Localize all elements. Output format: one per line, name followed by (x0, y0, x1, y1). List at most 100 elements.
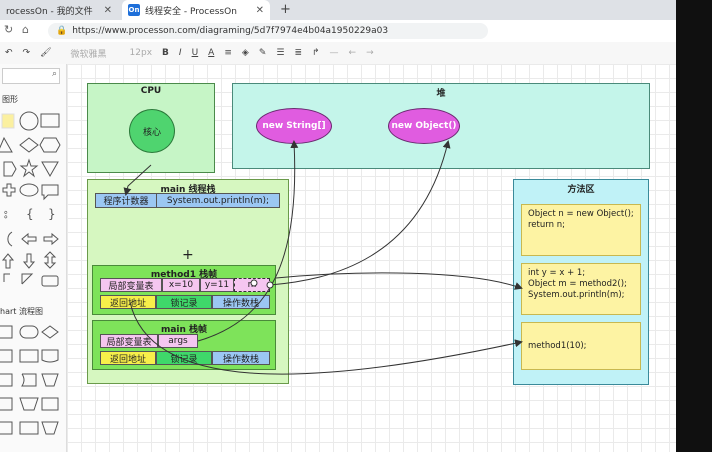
star-shape-icon (19, 158, 39, 178)
tab-my-files[interactable]: rocessOn - 我的文件 ✕ (0, 0, 118, 20)
arrow-down-icon (22, 253, 36, 269)
line-width-icon[interactable]: ≣ (294, 48, 302, 58)
heap-container[interactable]: 堆 new String[] new Object() (232, 83, 650, 169)
arrow-updown-icon (43, 251, 57, 269)
svg-text:{: { (26, 207, 34, 221)
arc-shape-icon (7, 231, 13, 247)
pen-icon[interactable]: ✎ (258, 48, 267, 58)
manual-input-icon (0, 373, 13, 387)
cpu-container[interactable]: CPU 核心 (87, 83, 215, 173)
basic-shapes[interactable]: ⦂ { } (0, 106, 64, 292)
subprocess-shape-icon (0, 349, 13, 363)
decision-shape-icon (41, 325, 59, 339)
cloud-shape-icon (19, 183, 39, 197)
program-counter-value[interactable]: System.out.println(m); (156, 193, 280, 208)
manual-op-icon (41, 373, 59, 387)
flowchart-shapes[interactable] (0, 318, 64, 448)
corner-shape-icon (21, 273, 34, 285)
code-line: int y = x + 1; (528, 268, 586, 278)
method1-return-address[interactable]: 返回地址 (100, 295, 156, 309)
circle-shape-icon (19, 111, 39, 131)
code-line: method1(10); (528, 340, 587, 351)
line-type-icon[interactable]: — (329, 48, 339, 58)
underline-button[interactable]: U (191, 48, 199, 58)
method-area-title: 方法区 (567, 185, 595, 195)
search-icon: ⌕ (51, 69, 57, 79)
method1-operand-stack[interactable]: 操作数栈 (212, 295, 270, 309)
bold-button[interactable]: B (162, 48, 169, 58)
rounded-rect-icon (41, 275, 59, 287)
font-size-select[interactable]: 12px (129, 48, 153, 58)
url-field[interactable]: 🔒 https://www.processon.com/diagraming/5… (48, 23, 488, 39)
cpu-core[interactable]: 核心 (129, 109, 175, 153)
predefined-icon (0, 397, 13, 411)
document-shape-icon (41, 349, 59, 363)
heap-object-object[interactable]: new Object() (388, 108, 460, 144)
tab-label: 线程安全 - ProcessOn (145, 6, 237, 17)
close-icon[interactable]: ✕ (255, 4, 264, 16)
arrow-end-icon[interactable]: → (366, 48, 374, 58)
code-line: Object m = method2(); (528, 279, 627, 289)
palette-section-flowchart[interactable]: hart 流程图 (0, 307, 43, 316)
tab-bar: rocessOn - 我的文件 ✕ On 线程安全 - ProcessOn ✕ … (0, 0, 712, 20)
method1-local-y[interactable]: y=11 (200, 278, 234, 292)
main-lock-record[interactable]: 锁记录 (156, 351, 212, 365)
internal-storage-icon (41, 397, 59, 411)
pentagon-shape-icon (3, 161, 17, 177)
url-text: https://www.processon.com/diagraming/5d7… (72, 26, 389, 36)
connector-icon[interactable]: ↱ (311, 48, 320, 58)
arrow-right-icon (43, 232, 59, 246)
method1-local-x[interactable]: x=10 (162, 278, 200, 292)
main-code[interactable]: method1(10); (521, 322, 641, 370)
heap-object-string-array[interactable]: new String[] (256, 108, 332, 144)
shape-search-input[interactable]: ⌕ (2, 68, 60, 84)
redo-icon[interactable]: ↷ (22, 48, 31, 58)
method1-local-m[interactable]: m (234, 278, 270, 292)
method1-frame-title: method1 栈帧 (150, 270, 218, 280)
callout-shape-icon (41, 184, 59, 201)
method2-code[interactable]: Object n = new Object(); return n; (521, 204, 641, 256)
processon-icon: On (128, 4, 140, 16)
rect-shape-icon (40, 113, 60, 128)
main-operand-stack[interactable]: 操作数栈 (212, 351, 270, 365)
palette-section-basic[interactable]: 图形 (2, 95, 18, 104)
font-color-button[interactable]: A (208, 48, 215, 58)
main-stack-title: main 线程栈 (160, 185, 216, 195)
main-return-address[interactable]: 返回地址 (100, 351, 156, 365)
method1-code[interactable]: int y = x + 1; Object m = method2(); Sys… (521, 263, 641, 315)
cpu-title: CPU (140, 86, 162, 96)
data-shape-icon (19, 349, 39, 363)
align-icon[interactable]: ≡ (224, 48, 232, 58)
fill-icon[interactable]: ◈ (241, 48, 249, 58)
tab-thread-safety[interactable]: On 线程安全 - ProcessOn ✕ (122, 0, 270, 20)
undo-icon[interactable]: ↶ (5, 48, 13, 58)
refresh-icon[interactable]: ↻ (4, 23, 14, 36)
diamond-shape-icon (19, 137, 39, 153)
home-icon[interactable]: ⌂ (22, 23, 29, 36)
method1-lock-record[interactable]: 锁记录 (156, 295, 212, 309)
heap-title: 堆 (436, 89, 446, 99)
italic-button[interactable]: I (178, 48, 182, 58)
bracket-shape-icon (3, 273, 10, 282)
hexagon-shape-icon (39, 137, 61, 153)
format-brush-icon[interactable]: 🖌 (40, 48, 52, 58)
font-family-select[interactable]: 微软雅黑 (70, 49, 107, 60)
close-icon[interactable]: ✕ (103, 4, 112, 16)
svg-text:}: } (48, 207, 56, 221)
note-shape-icon (1, 113, 15, 129)
arrow-left-icon (21, 232, 37, 246)
main-local-args[interactable]: args (158, 334, 198, 348)
program-counter-label[interactable]: 程序计数器 (95, 193, 157, 208)
main-locals-label[interactable]: 局部变量表 (100, 334, 158, 348)
code-line: System.out.println(m); (528, 290, 625, 300)
new-tab-button[interactable]: + (280, 2, 291, 17)
video-overlay-edge (676, 0, 712, 452)
diagram-toolbar: ↶ ↷ 🖌 微软雅黑 12px B I U A ≡ ◈ ✎ ☰ ≣ ↱ — ← … (0, 42, 676, 65)
arrow-up-icon (1, 253, 15, 269)
line-style-icon[interactable]: ☰ (276, 48, 285, 58)
code-line: Object n = new Object(); (528, 209, 634, 219)
lock-icon: 🔒 (56, 26, 68, 36)
method1-locals-label[interactable]: 局部变量表 (100, 278, 162, 292)
arrow-start-icon[interactable]: ← (348, 48, 357, 58)
triangle-down-icon (41, 161, 59, 178)
